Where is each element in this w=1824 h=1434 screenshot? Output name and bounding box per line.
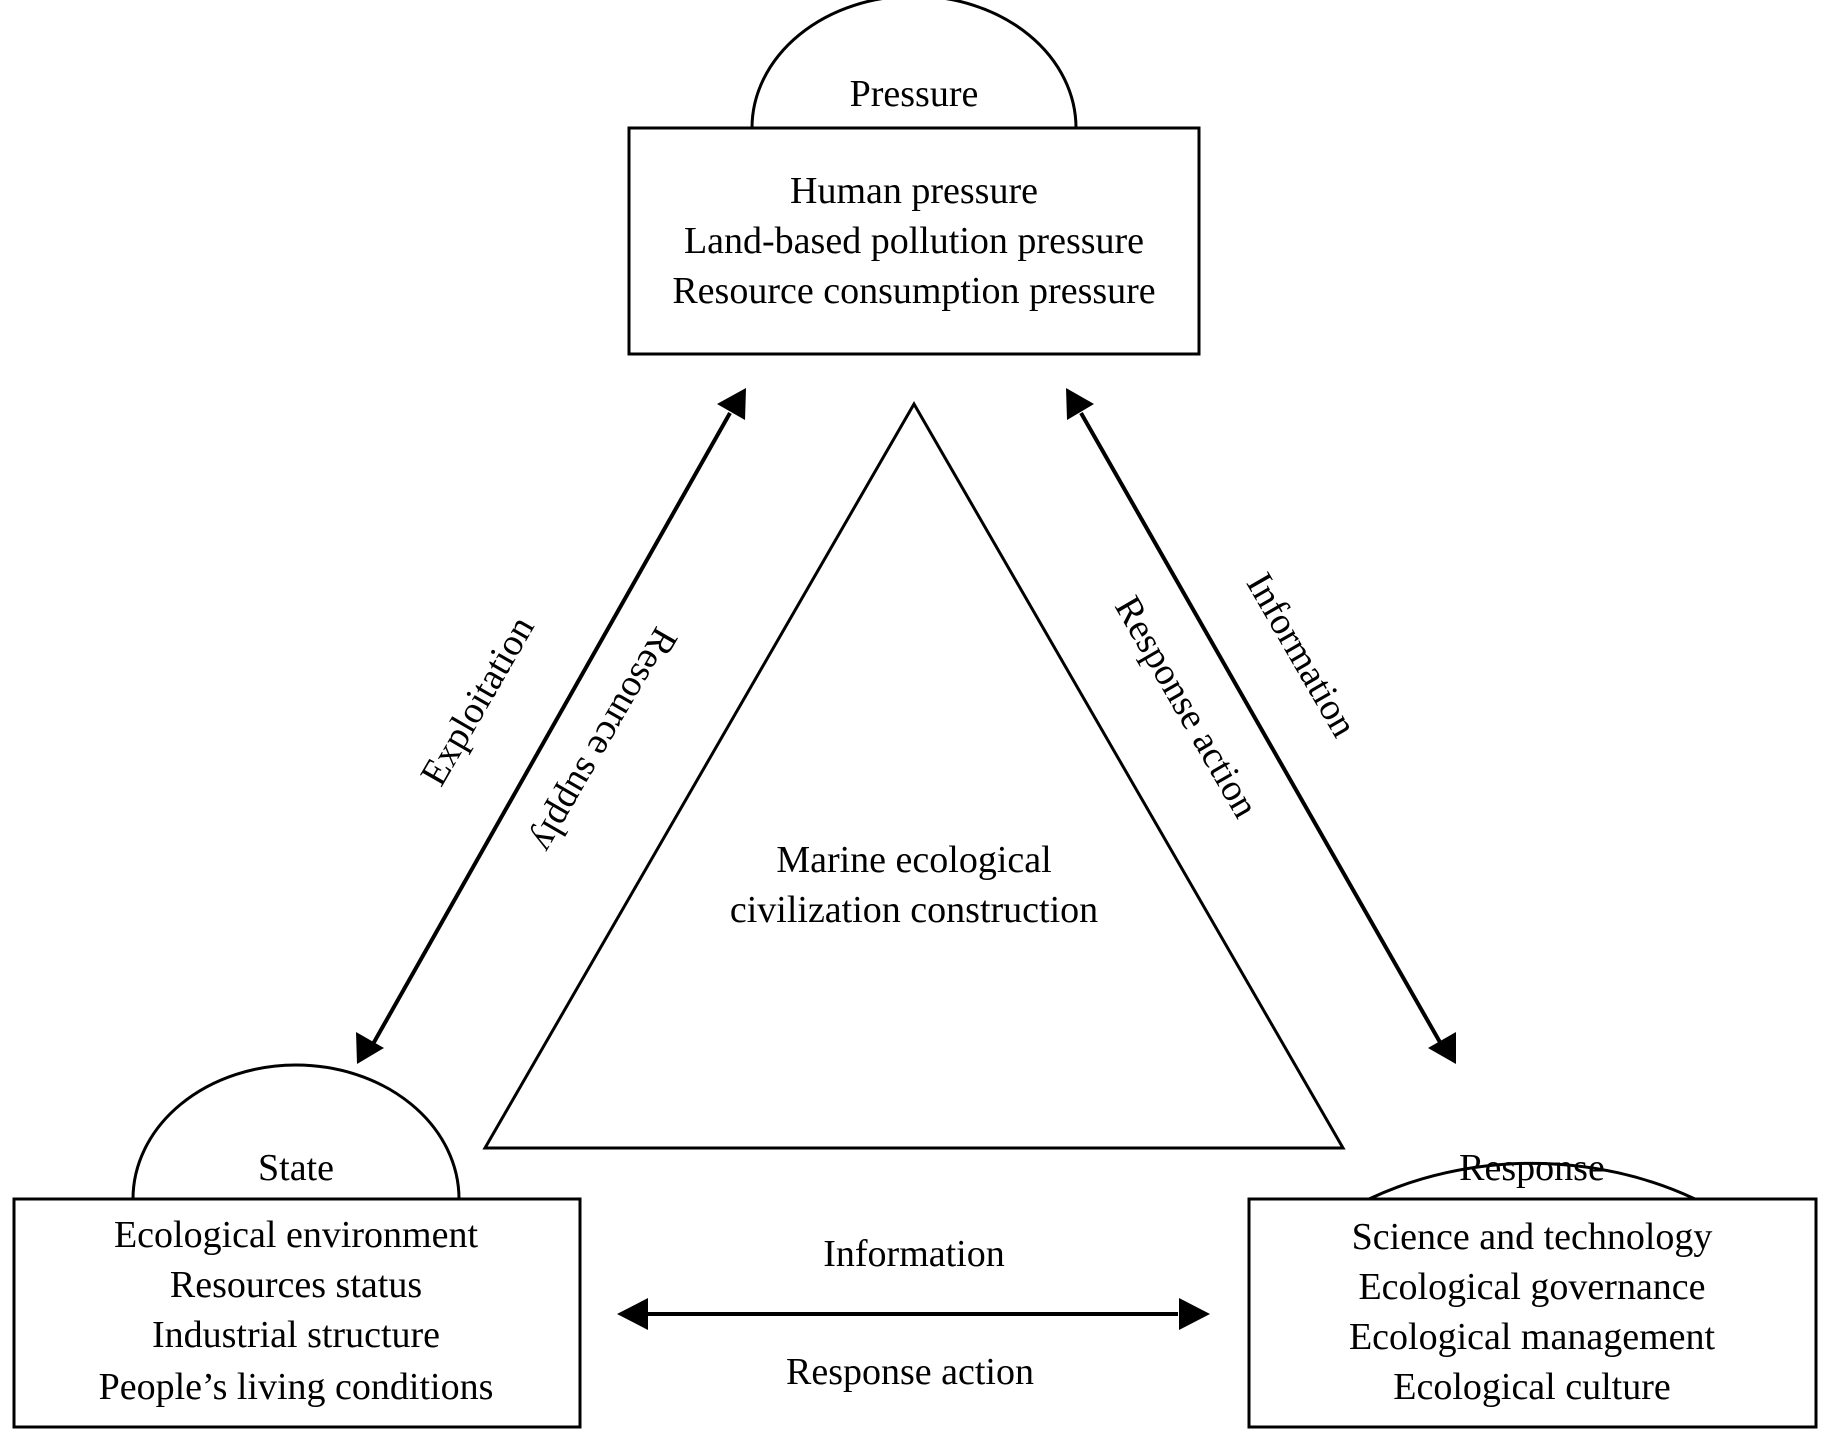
pressure-node: Pressure Human pressure Land-based pollu… (627, 0, 1201, 356)
response-dome (1368, 1161, 1696, 1201)
right-arrow-shaft (1079, 412, 1443, 1045)
response-item: Ecological management (1349, 1316, 1716, 1358)
left-arrow-shaft (371, 412, 732, 1045)
state-item: People’s living conditions (99, 1366, 494, 1408)
state-item: Resources status (170, 1264, 422, 1306)
state-title: State (258, 1147, 334, 1189)
response-title: Response (1459, 1147, 1605, 1189)
state-item: Ecological environment (114, 1214, 478, 1256)
center-triangle (482, 400, 1346, 1150)
pressure-item: Land-based pollution pressure (684, 220, 1144, 262)
bottom-double-arrow (617, 1298, 1210, 1330)
bottom-top-label: Information (823, 1233, 1005, 1275)
pressure-box (627, 126, 1201, 356)
right-double-arrow (1066, 388, 1456, 1064)
state-node: State Ecological environment Resources s… (12, 1063, 582, 1429)
response-box (1247, 1197, 1818, 1429)
left-arrow-head-top (717, 388, 746, 420)
response-node: Response Science and technology Ecologic… (1247, 1147, 1818, 1429)
right-arrow-head-top (1066, 388, 1094, 420)
pressure-title: Pressure (850, 73, 979, 115)
left-inner-label: Resource supply (523, 620, 685, 859)
state-box (12, 1197, 582, 1429)
right-arrow-head-bottom (1428, 1032, 1456, 1064)
response-item: Ecological governance (1358, 1266, 1705, 1308)
pressure-item: Human pressure (790, 170, 1038, 212)
state-dome (131, 1063, 461, 1201)
pressure-dome (750, 0, 1078, 130)
center-label-line: civilization construction (730, 889, 1098, 931)
bottom-bottom-label: Response action (786, 1351, 1034, 1393)
bottom-arrow-head-left (617, 1298, 648, 1330)
bottom-arrow-head-right (1179, 1298, 1210, 1330)
state-item: Industrial structure (152, 1314, 440, 1356)
left-arrow-head-bottom (356, 1032, 384, 1064)
response-item: Science and technology (1352, 1216, 1713, 1258)
left-double-arrow (356, 388, 746, 1064)
response-item: Ecological culture (1393, 1366, 1671, 1408)
left-outer-label: Exploitation (412, 609, 542, 793)
pressure-item: Resource consumption pressure (672, 270, 1155, 312)
center-label-line: Marine ecological (776, 839, 1051, 881)
